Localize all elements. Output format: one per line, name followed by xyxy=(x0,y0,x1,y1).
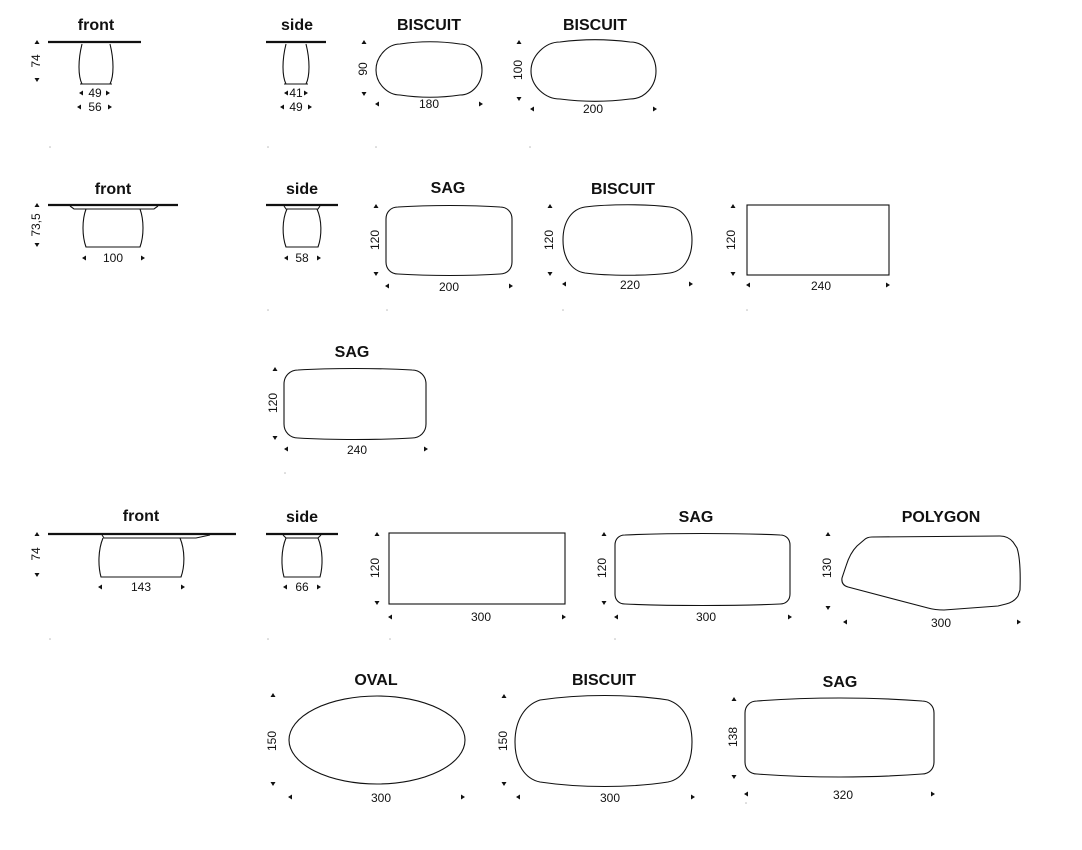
row2-sag-200: SAG 120 200 xyxy=(368,180,513,294)
row1-front-width-inner: 49 xyxy=(88,86,102,100)
row2-rect-width: 240 xyxy=(811,279,831,293)
row1-separator-dots xyxy=(49,146,531,148)
row4-side-width: 66 xyxy=(295,580,309,594)
row4-polygon-label: POLYGON xyxy=(902,509,981,526)
row1-side-width-inner: 41 xyxy=(289,86,303,100)
row2-biscuit-label: BISCUIT xyxy=(591,181,655,198)
row2-side-elevation: side 58 xyxy=(266,181,338,265)
row3-sag-height: 120 xyxy=(266,393,280,413)
row5-sag-320: SAG 138 320 xyxy=(726,674,935,804)
row1-biscuit-200: BISCUIT 100 200 xyxy=(511,17,657,116)
row5-oval-width: 300 xyxy=(371,791,391,805)
row2-sag-label: SAG xyxy=(431,180,466,197)
row5-biscuit-300: BISCUIT 150 300 xyxy=(496,672,695,805)
row1-biscuit-b-width: 200 xyxy=(583,102,603,116)
row4-rect-width: 300 xyxy=(471,610,491,624)
row1-biscuit-a-label: BISCUIT xyxy=(397,17,461,34)
row2-sag-height: 120 xyxy=(368,230,382,250)
row1-front-label: front xyxy=(78,17,115,34)
row2-rectangle-240: 120 240 xyxy=(724,204,890,293)
row2-sag-width: 200 xyxy=(439,280,459,294)
row2-biscuit-height: 120 xyxy=(542,230,556,250)
row4-front-width: 143 xyxy=(131,580,151,594)
row4-sag-300: SAG 120 300 xyxy=(595,509,792,624)
row1-side-elevation: side 41 49 xyxy=(266,17,326,114)
row1-biscuit-a-width: 180 xyxy=(419,97,439,111)
row2-front-elevation: front 73,5 100 xyxy=(29,181,178,265)
row4-side-elevation: side 66 xyxy=(266,509,338,594)
row2-side-label: side xyxy=(286,181,318,198)
row5-oval-height: 150 xyxy=(265,731,279,751)
row4-side-label: side xyxy=(286,509,318,526)
row3-sag-label: SAG xyxy=(335,344,370,361)
row1-side-width-outer: 49 xyxy=(289,100,303,114)
row1-front-width-outer: 56 xyxy=(88,100,102,114)
row1-biscuit-b-height: 100 xyxy=(511,60,525,80)
row4-sag-height: 120 xyxy=(595,558,609,578)
row4-polygon-height: 130 xyxy=(820,558,834,578)
row2-front-height: 73,5 xyxy=(29,213,43,237)
row1-biscuit-180: BISCUIT 90 180 xyxy=(356,17,483,111)
row5-biscuit-width: 300 xyxy=(600,791,620,805)
row4-sag-width: 300 xyxy=(696,610,716,624)
row1-biscuit-b-label: BISCUIT xyxy=(563,17,627,34)
row4-front-height: 74 xyxy=(29,547,43,561)
row5-sag-width: 320 xyxy=(833,788,853,802)
row5-biscuit-label: BISCUIT xyxy=(572,672,636,689)
row5-oval-300: OVAL 150 300 xyxy=(265,672,466,805)
row2-biscuit-220: BISCUIT 120 220 xyxy=(542,181,693,292)
row5-biscuit-height: 150 xyxy=(496,731,510,751)
row4-rect-height: 120 xyxy=(368,558,382,578)
row4-separator-dots xyxy=(49,638,616,640)
row1-side-label: side xyxy=(281,17,313,34)
row3-sag-240: SAG 120 240 xyxy=(266,344,428,474)
row2-front-label: front xyxy=(95,181,132,198)
row4-front-label: front xyxy=(123,508,160,525)
row5-oval-label: OVAL xyxy=(354,672,397,689)
row2-side-width: 58 xyxy=(295,251,309,265)
row4-polygon-width: 300 xyxy=(931,616,951,630)
row2-separator-dots xyxy=(267,309,748,311)
row2-front-width: 100 xyxy=(103,251,123,265)
row4-polygon-300: POLYGON 130 300 xyxy=(820,509,1021,630)
row1-front-height: 74 xyxy=(29,54,43,68)
row1-front-base xyxy=(78,43,114,85)
row2-rect-height: 120 xyxy=(724,230,738,250)
row3-sag-width: 240 xyxy=(347,443,367,457)
row4-front-elevation: front 74 143 xyxy=(29,508,236,594)
row4-rectangle-300: 120 300 xyxy=(368,532,566,624)
row5-sag-label: SAG xyxy=(823,674,858,691)
row1-front-elevation: front 74 49 56 xyxy=(29,17,141,114)
row4-sag-label: SAG xyxy=(679,509,714,526)
row2-biscuit-width: 220 xyxy=(620,278,640,292)
row5-sag-height: 138 xyxy=(726,727,740,747)
row1-biscuit-a-height: 90 xyxy=(356,62,370,76)
